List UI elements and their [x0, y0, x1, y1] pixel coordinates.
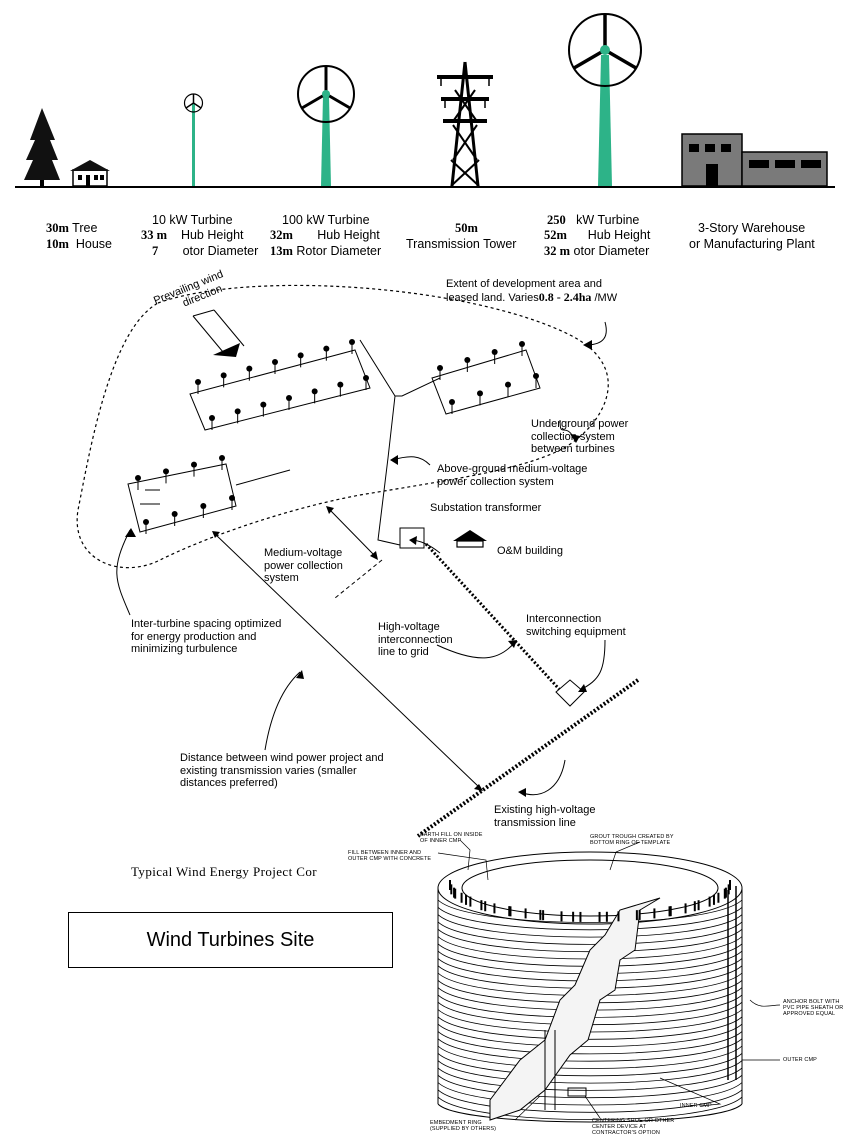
turbine-marker-icon	[349, 339, 355, 354]
turbine-marker-icon	[234, 408, 241, 424]
tower-height-label: 50m	[455, 221, 478, 235]
figure-caption: Typical Wind Energy Project Cor	[131, 864, 317, 879]
inter-turbine-label: Inter-turbine spacing optimized for ener…	[131, 618, 282, 655]
switching-equipment-icon	[555, 679, 585, 707]
turbine-marker-icon	[491, 349, 498, 364]
extent-label: Extent of development area and leased la…	[446, 278, 618, 304]
substation-label: Substation transformer	[430, 502, 542, 514]
anchor-bolts	[727, 886, 737, 1080]
tree-icon	[24, 108, 60, 186]
mv-line-dashed	[334, 559, 383, 599]
turbine-marker-icon	[311, 388, 318, 404]
tower-name-label: Transmission Tower	[406, 237, 517, 251]
hv-interconnection-line	[424, 542, 562, 692]
turbine-marker-icon	[477, 390, 483, 406]
warehouse-label-1: 3-Story Warehouse	[698, 221, 806, 235]
turbine-marker-icon	[200, 503, 207, 518]
turbine-marker-icon	[220, 372, 227, 388]
distance-label: Distance between wind power project and …	[180, 752, 384, 789]
om-building-label: O&M building	[497, 545, 564, 557]
inner-cmp-label: INNER CMP	[680, 1103, 712, 1109]
turbine-marker-icon	[449, 399, 455, 414]
underground-label: Underground power collection system betw…	[531, 418, 629, 455]
turbine-marker-icon	[143, 519, 149, 534]
turbine-100kw-rotor: 13m Rotor Diameter	[270, 244, 382, 258]
turbine-marker-icon	[163, 468, 169, 484]
turbine-marker-icon	[519, 341, 525, 356]
turbine-10kw-icon	[183, 93, 204, 186]
collection-lines	[235, 339, 441, 546]
house-height-label: 10m House	[46, 237, 113, 251]
transmission-tower-icon	[437, 61, 493, 187]
high-voltage-label: High-voltage interconnection line to gri…	[378, 621, 453, 658]
substation-transformer-icon	[399, 527, 425, 549]
turbine-250kw-rotor: 32 m otor Diameter	[544, 244, 650, 258]
development-area-boundary	[76, 284, 609, 569]
turbine-array-lower-left	[127, 463, 237, 533]
turbine-marker-icon	[272, 359, 278, 374]
foundation-leaders	[437, 839, 781, 1121]
turbine-marker-icon	[246, 365, 253, 381]
turbine-marker-icon	[464, 357, 471, 372]
turbine-100kw-icon	[297, 65, 355, 186]
turbine-marker-icon	[209, 415, 215, 430]
turbine-array-right	[431, 349, 541, 415]
turbine-marker-icon	[533, 373, 539, 388]
turbine-marker-icon	[297, 352, 304, 368]
turbine-250kw-icon	[568, 13, 642, 186]
turbine-marker-icon	[363, 375, 369, 390]
turbine-marker-icon	[229, 495, 235, 510]
base-ring	[544, 1030, 587, 1110]
turbine-marker-icon	[337, 381, 344, 397]
turbine-marker-icon	[219, 455, 225, 470]
prevailing-wind-arrow-icon	[192, 309, 245, 357]
turbine-marker-icon	[437, 365, 443, 380]
wind-turbines-site-box: Wind Turbines Site	[68, 912, 393, 968]
turbine-marker-icon	[323, 345, 330, 361]
turbine-10kw-hub: 33 m Hub Height	[141, 228, 244, 242]
interconnection-label: Interconnection switching equipment	[526, 613, 626, 638]
turbine-100kw-hub: 32m Hub Height	[270, 228, 380, 242]
arrow-heads	[125, 340, 592, 797]
tree-height-label: 30m Tree	[46, 221, 98, 235]
turbine-array-left	[189, 349, 371, 431]
turbine-250kw-hub: 52m Hub Height	[544, 228, 651, 242]
turbine-10kw-title: 10 kW Turbine	[152, 213, 233, 227]
turbine-marker-icon	[171, 511, 178, 526]
leader-arrows	[116, 321, 607, 796]
embedment-ring-label: EMBEDMENT RING(SUPPLIED BY OTHERS)	[430, 1120, 497, 1132]
turbine-marker-icon	[135, 475, 141, 490]
turbine-marker-icon	[195, 379, 201, 394]
turbine-marker-icon	[260, 401, 267, 417]
turbine-marker-icon	[191, 461, 197, 477]
bolt-top-marks	[449, 880, 731, 922]
outer-cmp-label: OUTER CMP	[783, 1057, 817, 1063]
turbine-250kw-title: 250 kW Turbine	[547, 213, 640, 227]
turbine-marker-icon	[286, 395, 292, 410]
warehouse-label-2: or Manufacturing Plant	[689, 237, 815, 251]
house-icon	[70, 160, 110, 187]
existing-transmission-line	[416, 678, 640, 838]
cutaway-concrete	[489, 897, 661, 1121]
turbine-10kw-rotor: 7 otor Diameter	[152, 244, 259, 258]
turbine-marker-icon	[505, 381, 511, 397]
above-ground-label: Above-ground medium-voltage power collec…	[437, 463, 588, 488]
medium-voltage-label: Medium-voltage power collection system	[264, 547, 343, 584]
warehouse-icon	[681, 133, 828, 187]
existing-hv-label: Existing high-voltage transmission line	[494, 804, 596, 829]
om-building-icon	[453, 530, 487, 548]
turbine-markers	[135, 339, 539, 534]
turbine-100kw-title: 100 kW Turbine	[282, 213, 370, 227]
